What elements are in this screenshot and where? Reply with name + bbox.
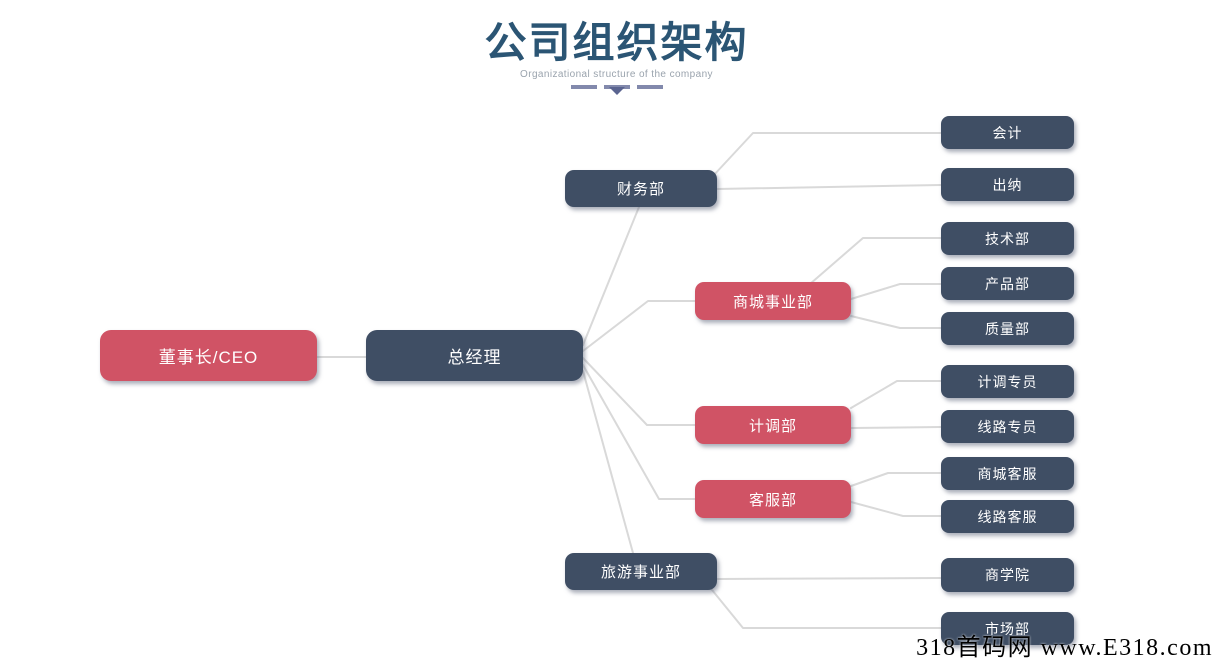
org-node-label: 出纳 — [992, 176, 1023, 193]
watermark: 318首码网 www.E318.com — [916, 635, 1213, 661]
org-node-label: 线路客服 — [977, 508, 1038, 525]
org-node-marketing: 市场部 — [941, 612, 1074, 645]
org-node-label: 商城客服 — [977, 465, 1038, 482]
page-title: 公司组织架构 — [484, 19, 749, 66]
page-subtitle: Organizational structure of the company — [520, 69, 713, 81]
org-node-label: 会计 — [992, 124, 1023, 141]
org-node-plan-specialist: 计调专员 — [941, 365, 1074, 398]
org-node-label: 财务部 — [616, 181, 665, 198]
triangle-down-icon — [608, 87, 625, 96]
org-node-mall-support: 商城客服 — [941, 457, 1074, 490]
org-node-label: 商城事业部 — [732, 293, 813, 311]
divider-bar-right — [636, 85, 663, 90]
org-node-label: 线路专员 — [977, 418, 1038, 435]
org-node-accounting: 会计 — [941, 116, 1074, 149]
org-node-label: 计调部 — [748, 417, 797, 435]
org-node-label: 计调专员 — [977, 373, 1038, 390]
divider-decoration — [8, 85, 1217, 99]
org-node-travel-division: 旅游事业部 — [565, 553, 717, 590]
org-node-label: 董事长/CEO — [158, 348, 259, 367]
org-node-technology: 技术部 — [941, 222, 1074, 255]
org-node-product: 产品部 — [941, 267, 1074, 300]
org-node-label: 技术部 — [985, 230, 1030, 247]
org-node-label: 客服部 — [748, 491, 797, 509]
org-node-label: 市场部 — [985, 620, 1030, 637]
org-node-finance-dept: 财务部 — [565, 170, 717, 207]
org-node-quality: 质量部 — [941, 312, 1074, 345]
org-node-business-school: 商学院 — [941, 558, 1074, 592]
org-node-customer-service-dept: 客服部 — [695, 480, 851, 518]
org-node-cashier: 出纳 — [941, 168, 1074, 201]
org-node-mall-division: 商城事业部 — [695, 282, 851, 320]
org-node-label: 商学院 — [985, 567, 1030, 583]
divider-bar-left — [570, 85, 597, 90]
org-node-label: 旅游事业部 — [600, 564, 681, 581]
org-node-label: 总经理 — [447, 348, 502, 367]
org-node-route-specialist: 线路专员 — [941, 410, 1074, 443]
header: 公司组织架构 Organizational structure of the c… — [8, 0, 1217, 99]
org-node-label: 产品部 — [985, 275, 1030, 292]
org-node-ceo: 董事长/CEO — [100, 330, 317, 381]
org-node-general-manager: 总经理 — [366, 330, 583, 381]
org-node-route-support: 线路客服 — [941, 500, 1074, 533]
org-node-label: 质量部 — [985, 320, 1030, 337]
org-node-planning-dept: 计调部 — [695, 406, 851, 444]
